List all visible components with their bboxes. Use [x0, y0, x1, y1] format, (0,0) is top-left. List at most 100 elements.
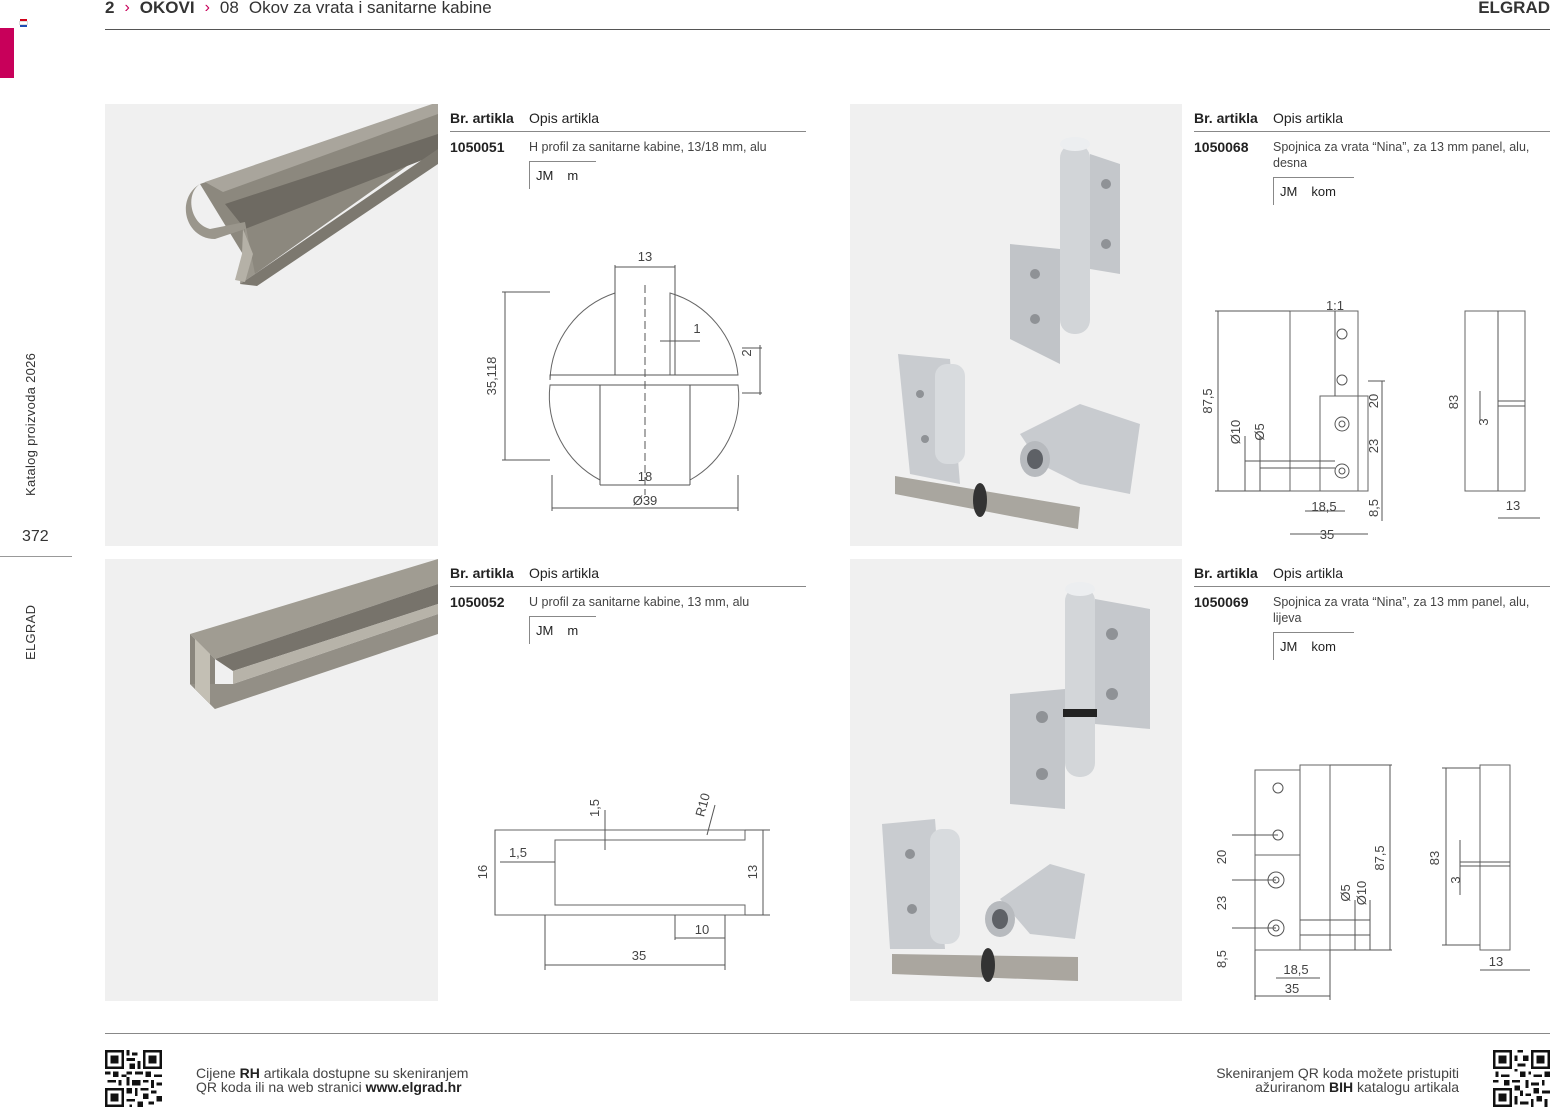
- description-header: Opis artikla: [1273, 565, 1344, 581]
- product-photo-u-profile: [105, 559, 438, 1001]
- footer-text: artikala dostupne su skeniranjem: [259, 1065, 469, 1081]
- article-no[interactable]: 1050051: [450, 139, 505, 155]
- dimension-label: 2: [739, 349, 754, 356]
- dimension-label: Ø10: [1228, 420, 1243, 445]
- dimension-label: 35: [1285, 981, 1299, 996]
- footer-line: ažuriranom BIH katalogu artikala: [1216, 1080, 1459, 1094]
- breadcrumb: 2 › OKOVI › 08 Okov za vrata i sanitarne…: [105, 0, 492, 18]
- unit-label: JM: [536, 623, 554, 638]
- description-header: Opis artikla: [529, 110, 600, 126]
- dimension-label: 13: [1506, 498, 1520, 513]
- dimension-label: 83: [1446, 395, 1461, 409]
- technical-drawing-h-profile: 13 1 2 35,118 18 Ø39: [480, 245, 780, 515]
- article-no[interactable]: 1050052: [450, 594, 505, 610]
- article-no-header: Br. artikla: [1194, 110, 1258, 126]
- dimension-label: 3: [1448, 876, 1463, 883]
- side-divider: [0, 556, 72, 557]
- dimension-label: 18: [638, 469, 652, 484]
- dimension-label: 87,5: [1372, 845, 1387, 870]
- table-header: Br. artikla Opis artikla: [1194, 110, 1550, 132]
- scale-label: 1:1: [1326, 298, 1344, 313]
- section-name[interactable]: Okov za vrata i sanitarne kabine: [248, 0, 492, 17]
- h-profile-image: [185, 104, 438, 286]
- table-row: 1050069 Spojnica za vrata “Nina”, za 13 …: [1194, 594, 1550, 626]
- dimension-label: 3: [1476, 418, 1491, 425]
- product-info-1050051: Br. artikla Opis artikla 1050051 H profi…: [450, 110, 806, 189]
- footer-text: QR koda ili na web stranici: [196, 1079, 366, 1095]
- footer-line: Skeniranjem QR koda možete pristupiti: [1216, 1065, 1459, 1081]
- brand-color-tab: [0, 28, 14, 78]
- product-photo-hinge-left: [850, 559, 1182, 1001]
- product-info-1050068: Br. artikla Opis artikla 1050068 Spojnic…: [1194, 110, 1550, 205]
- dimension-label: 13: [745, 865, 760, 879]
- chapter-name[interactable]: OKOVI: [139, 0, 195, 17]
- page-number: 372: [22, 528, 49, 545]
- page-header: 2 › OKOVI › 08 Okov za vrata i sanitarne…: [105, 0, 1550, 30]
- table-row: 1050051 H profil za sanitarne kabine, 13…: [450, 139, 806, 155]
- chevron-right-icon: ›: [204, 0, 210, 16]
- header-brand: ELGRAD: [1478, 0, 1550, 17]
- dimension-label: 1: [693, 321, 700, 336]
- dimension-label: 23: [1366, 439, 1381, 453]
- unit-value: kom: [1311, 639, 1336, 654]
- technical-drawing-hinge-left: 20 23 8,5 Ø5 Ø10 87,5 18,5 35 83 3 13: [1210, 760, 1545, 1000]
- dimension-label: 13: [638, 249, 652, 264]
- section-number: 08: [219, 0, 239, 17]
- dimension-label: 1,5: [509, 845, 527, 860]
- unit-label: JM: [1280, 184, 1298, 199]
- dimension-label: Ø5: [1252, 423, 1267, 440]
- dimension-label: 20: [1214, 850, 1229, 864]
- hinge-right-image: [895, 137, 1140, 529]
- product-photo-hinge-right: [850, 104, 1182, 546]
- unit-value: kom: [1311, 184, 1336, 199]
- product-info-1050052: Br. artikla Opis artikla 1050052 U profi…: [450, 565, 806, 644]
- website-link[interactable]: www.elgrad.hr: [365, 1079, 462, 1095]
- u-profile-image: [190, 559, 438, 709]
- sidebar-brand: ELGRAD: [23, 604, 38, 660]
- dimension-label: 35: [1320, 527, 1334, 542]
- dimension-label: 16: [475, 865, 490, 879]
- footer-note-rh: Cijene RH artikala dostupne su skeniranj…: [196, 1066, 468, 1094]
- unit-label: JM: [1280, 639, 1298, 654]
- qr-code-icon-rh[interactable]: [105, 1050, 162, 1107]
- unit-box: JM m: [529, 616, 597, 644]
- radius-label: R10: [692, 791, 713, 818]
- article-description: Spojnica za vrata “Nina”, za 13 mm panel…: [1273, 595, 1530, 625]
- dimension-label: 83: [1427, 851, 1442, 865]
- article-no-header: Br. artikla: [450, 110, 514, 126]
- dimension-label: 18,5: [1283, 962, 1308, 977]
- table-header: Br. artikla Opis artikla: [450, 565, 806, 587]
- unit-box: JM kom: [1273, 177, 1354, 205]
- table-row: 1050068 Spojnica za vrata “Nina”, za 13 …: [1194, 139, 1550, 171]
- qr-code-icon-bih[interactable]: [1493, 1050, 1550, 1107]
- product-info-1050069: Br. artikla Opis artikla 1050069 Spojnic…: [1194, 565, 1550, 660]
- dimension-label: 8,5: [1214, 950, 1229, 968]
- footer-divider: [105, 1033, 1550, 1034]
- footer-note-bih: Skeniranjem QR koda možete pristupiti až…: [1216, 1066, 1459, 1094]
- technical-drawing-hinge-right: 1:1 87,5 20 Ø10 Ø5 23 18,5 8,5 35 83 3 1…: [1200, 296, 1545, 546]
- dimension-label: 35,118: [484, 357, 499, 396]
- dimension-label: 10: [695, 922, 709, 937]
- flag-icon: [19, 19, 28, 27]
- footer-text: ažuriranom: [1255, 1079, 1330, 1095]
- footer-bold: BIH: [1329, 1079, 1354, 1095]
- article-no-header: Br. artikla: [450, 565, 514, 581]
- dimension-label: 20: [1366, 394, 1381, 408]
- unit-value: m: [567, 168, 579, 183]
- table-header: Br. artikla Opis artikla: [450, 110, 806, 132]
- footer-line: QR koda ili na web stranici www.elgrad.h…: [196, 1080, 468, 1094]
- article-no[interactable]: 1050069: [1194, 594, 1249, 610]
- hinge-left-image: [882, 582, 1150, 982]
- unit-box: JM m: [529, 161, 597, 189]
- catalog-label: Katalog proizvoda 2026: [23, 352, 38, 496]
- article-no-header: Br. artikla: [1194, 565, 1258, 581]
- dimension-label: 23: [1214, 896, 1229, 910]
- dimension-label: 18,5: [1311, 499, 1336, 514]
- description-header: Opis artikla: [529, 565, 600, 581]
- unit-label: JM: [536, 168, 554, 183]
- footer-line: Cijene RH artikala dostupne su skeniranj…: [196, 1066, 468, 1080]
- dimension-label: 87,5: [1200, 388, 1215, 413]
- dimension-label: Ø10: [1354, 881, 1369, 906]
- article-no[interactable]: 1050068: [1194, 139, 1249, 155]
- dimension-label: Ø5: [1338, 884, 1353, 901]
